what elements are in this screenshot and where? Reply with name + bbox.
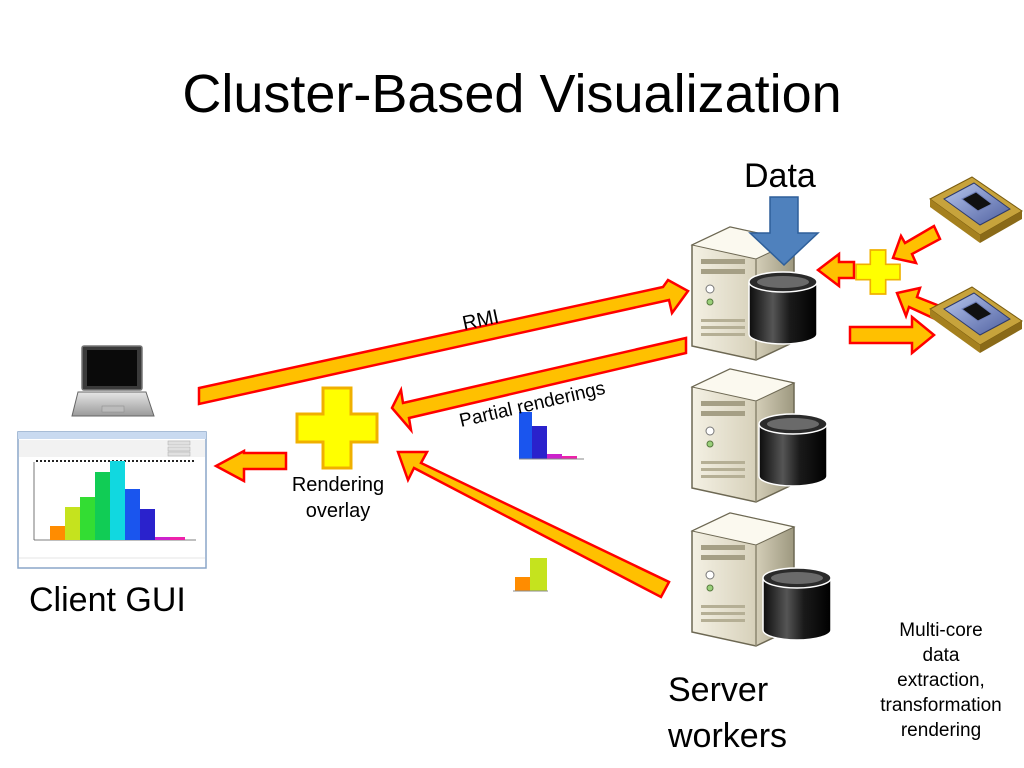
cpu-chip-icon: [929, 286, 1023, 354]
server-workers-line: workers: [668, 717, 788, 755]
multi-core-line: extraction,: [897, 670, 985, 691]
database-icon: [748, 271, 818, 345]
partial-renderings-arrow: [390, 336, 688, 435]
rmi-arrow: [197, 278, 690, 406]
client-gui-window: [17, 431, 207, 569]
multi-core-line: data: [922, 645, 960, 666]
overlay-to-client-arrow: [213, 448, 288, 484]
database-icon: [762, 567, 832, 641]
rendering-overlay-line: Rendering: [291, 474, 385, 496]
multi-core-line: transformation: [880, 695, 1002, 716]
multi-core-label: Multi-core data extraction, transformati…: [858, 618, 1024, 743]
rendering-overlay-plus-icon: [295, 386, 379, 470]
rendering-overlay-label: Rendering overlay: [278, 473, 398, 523]
worker-to-overlay-arrow: [396, 450, 671, 599]
page-title: Cluster-Based Visualization: [182, 64, 842, 124]
partial-rendering-chart: [513, 558, 548, 592]
server-to-chip2-arrow: [848, 314, 936, 356]
laptop-icon: [71, 345, 155, 417]
rendering-overlay-line: overlay: [305, 500, 371, 522]
database-icon: [758, 413, 828, 487]
multi-core-line: Multi-core: [899, 620, 983, 641]
server-workers-line: Server: [668, 671, 769, 709]
server-workers-label: Server workers: [668, 670, 787, 756]
partial-rendering-chart: [519, 412, 584, 460]
client-gui-label: Client GUI: [29, 581, 186, 619]
chip2-to-plus-arrow: [895, 286, 939, 320]
cpu-chip-icon: [929, 176, 1023, 244]
chip1-to-plus-arrow: [891, 224, 942, 265]
multi-core-line: rendering: [900, 720, 982, 741]
data-label: Data: [744, 157, 816, 195]
data-input-arrow: [748, 196, 820, 267]
plus-to-server-arrow: [815, 251, 856, 289]
